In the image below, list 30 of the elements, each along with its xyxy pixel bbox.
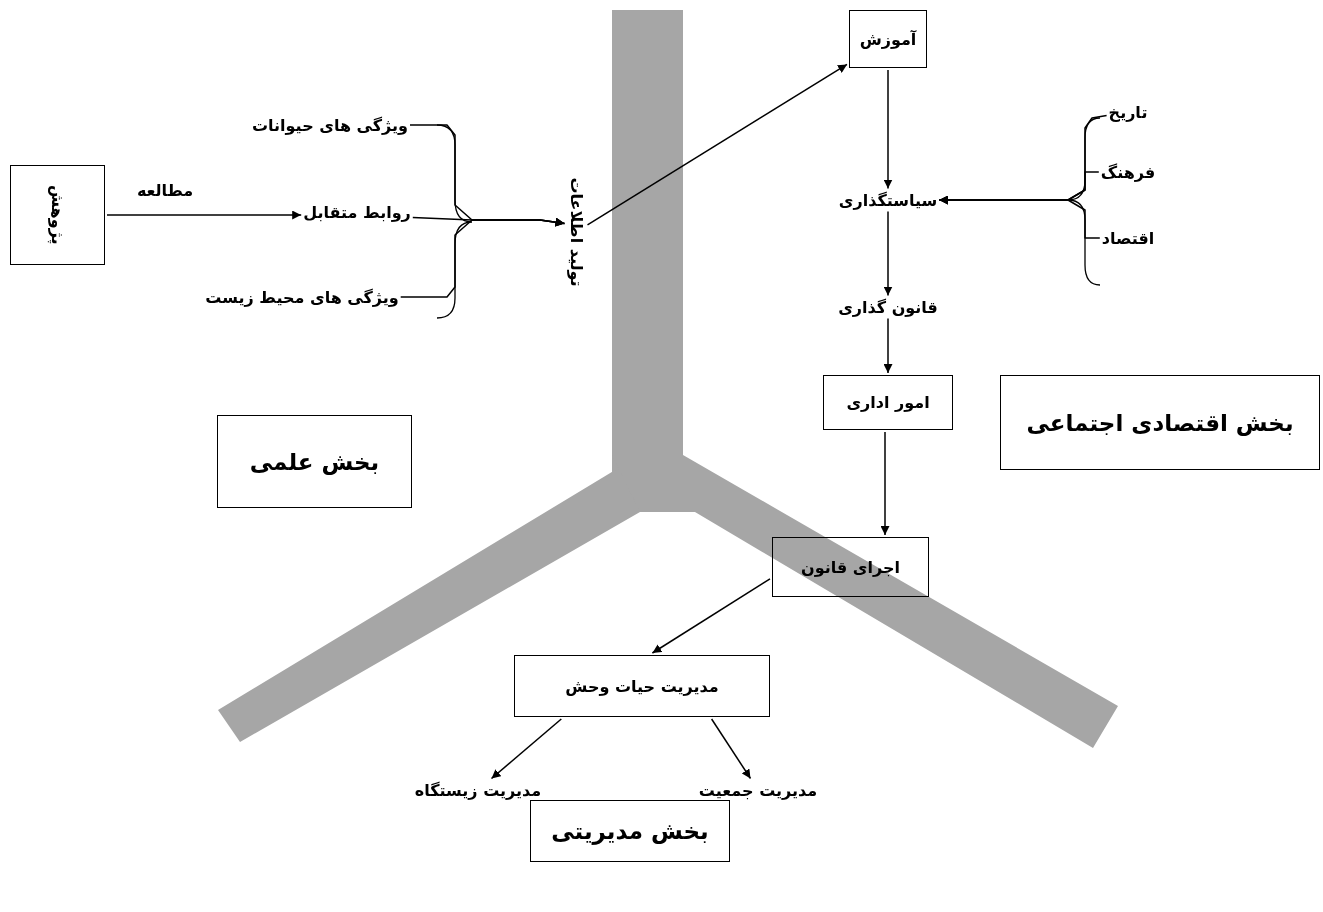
text-label: تاریخ [1108,102,1148,122]
arrow [883,317,893,374]
arrow [106,210,302,220]
text-label: فرهنگ [1100,162,1156,182]
text-label: ویژگی های حیوانات [252,115,408,135]
process-box: آموزش [849,10,927,68]
arrow [490,718,563,780]
process-box: امور اداری [823,375,953,430]
process-box: اجرای قانون [772,537,929,597]
text-label: مدیریت زیستگاه [414,780,542,800]
text-label: قانون گذاری [838,297,938,317]
process-box: مدیریت حیات وحش [514,655,770,717]
arrow [883,69,893,190]
text-label: روابط متقابل [303,202,411,222]
arrow [651,578,771,654]
arrow [938,195,1101,239]
arrow [883,210,893,297]
section-box: بخش مدیریتی [530,800,730,862]
arrow [586,63,848,226]
arrow [710,718,752,780]
text-label: اقتصاد [1101,228,1155,248]
arrow [399,217,566,298]
text-label: تولید اطلاعات [566,177,586,287]
text-label: ویژگی های محیط زیست [205,287,399,307]
arrow [880,431,890,536]
text-label: سیاستگذاری [838,190,938,210]
section-box: بخش علمی [217,415,412,508]
process-box: پژوهش [10,165,105,265]
section-box: بخش اقتصادی اجتماعی [1000,375,1320,470]
text-label: مدیریت جمعیت [698,780,818,800]
